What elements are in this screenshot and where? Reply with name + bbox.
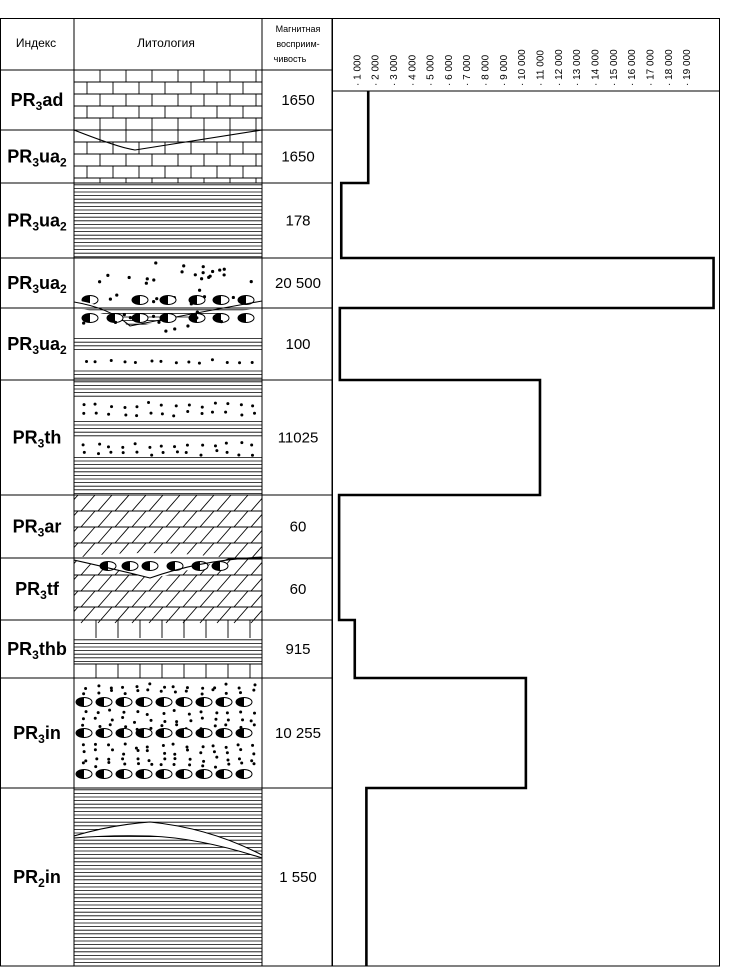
scale-tick-label: · 17 000 xyxy=(645,49,656,86)
susceptibility-header-line-1: Магнитная xyxy=(276,24,321,34)
susceptibility-header-line-2: восприим- xyxy=(276,39,319,49)
scale-tick-label: · 9 000 xyxy=(499,54,510,86)
scale-tick-label: · 15 000 xyxy=(609,49,620,86)
sand-dots-layer-5a xyxy=(82,310,223,333)
susceptibility-values: 1650 1650 178 20 500 100 11025 60 60 915 10 255 1 … xyxy=(275,92,321,886)
limestone-bricks-layer-9b xyxy=(74,663,262,678)
layer-index: PR3ar xyxy=(13,517,62,540)
layer-index: PR3ua2 xyxy=(7,211,67,234)
layer-index: PR3ua2 xyxy=(7,273,67,296)
layer-index: PR3ua2 xyxy=(7,147,67,170)
limestone-bricks-layer-1 xyxy=(74,70,262,130)
susceptibility-value: 1650 xyxy=(281,149,314,166)
susceptibility-value: 20 500 xyxy=(275,275,321,292)
sand-dots-layer-10 xyxy=(81,682,257,769)
susceptibility-value: 60 xyxy=(290,581,307,598)
layer-index: PR3thb xyxy=(7,639,67,662)
scale-tick-label: · 3 000 xyxy=(389,54,400,86)
scale-tick-label: · 14 000 xyxy=(590,49,601,86)
lithology-column xyxy=(74,70,262,963)
scale-tick-label: · 7 000 xyxy=(462,54,473,86)
scale-tick-label: · 10 000 xyxy=(517,49,528,86)
scale-tick-label: · 6 000 xyxy=(444,54,455,86)
lens-contact-layer-11b xyxy=(74,835,262,859)
pebble-row-layer-10c xyxy=(75,769,253,779)
lithology-header: Литология xyxy=(137,36,195,50)
scale-tick-label: · 1 000 xyxy=(352,54,363,86)
sand-dots-layer-5b xyxy=(85,358,254,365)
limestone-bricks-layer-2 xyxy=(74,129,262,183)
scale-tick-label: · 11 000 xyxy=(536,50,547,86)
layer-index: PR3ad xyxy=(11,90,64,113)
susceptibility-value: 60 xyxy=(290,519,307,536)
susceptibility-value: 915 xyxy=(285,641,310,658)
index-column: PR3adPR3ua2PR3ua2PR3ua2PR3ua2PR3thPR3arP… xyxy=(7,90,67,890)
shale-lines-layer-11 xyxy=(74,789,262,963)
table-frame xyxy=(0,18,720,967)
layer-index: PR3in xyxy=(13,723,61,746)
susceptibility-value: 10 255 xyxy=(275,725,321,742)
sand-dots-layer-6a xyxy=(82,401,257,418)
susceptibility-step-line xyxy=(337,91,715,966)
scale-tick-label: · 12 000 xyxy=(554,49,565,86)
scale-tick-label: · 8 000 xyxy=(481,54,492,86)
scale-tick-label: · 5 000 xyxy=(426,54,437,86)
susceptibility-value: 100 xyxy=(285,336,310,353)
lens-contact-layer-2 xyxy=(74,129,262,151)
index-header: Индекс xyxy=(16,36,56,50)
pebble-row-layer-10a xyxy=(75,697,253,707)
shale-lines-layer-9 xyxy=(74,639,262,662)
susceptibility-value: 1 550 xyxy=(279,869,317,886)
susceptibility-header-line-3: чивость xyxy=(274,54,307,64)
layer-index: PR3th xyxy=(13,428,62,451)
susceptibility-value: 11025 xyxy=(278,430,319,447)
layer-index: PR2in xyxy=(13,867,61,890)
table-header: Индекс Литология Магнитная восприим- чив… xyxy=(16,24,321,64)
lens-contact-layer-11a xyxy=(74,821,262,856)
shale-lines-layer-3 xyxy=(74,184,262,258)
scale-tick-label: · 19 000 xyxy=(682,49,693,86)
scale-tick-label: · 18 000 xyxy=(664,49,675,86)
susceptibility-curve xyxy=(337,91,715,966)
scale-ticks: · 1 000 · 2 000 · 3 000 · 4 000 · 5 000 · 6 0… xyxy=(352,49,693,86)
scale-tick-label: · 13 000 xyxy=(572,49,583,86)
scale-tick-label: · 16 000 xyxy=(627,49,638,86)
lens-contact-layer-8 xyxy=(74,556,262,579)
susceptibility-value: 178 xyxy=(285,213,310,230)
sand-dots-layer-6b xyxy=(81,441,254,457)
scale-tick-label: · 2 000 xyxy=(371,54,382,86)
scale-tick-label: · 4 000 xyxy=(407,54,418,86)
pebble-row-layer-10b xyxy=(75,728,253,738)
chart-outline xyxy=(332,18,720,967)
layer-index: PR3ua2 xyxy=(7,334,67,357)
layer-index: PR3tf xyxy=(15,579,60,602)
pebble-row-layer-5 xyxy=(81,313,255,323)
pebble-row-layer-4 xyxy=(81,295,255,305)
susceptibility-value: 1650 xyxy=(281,92,314,109)
